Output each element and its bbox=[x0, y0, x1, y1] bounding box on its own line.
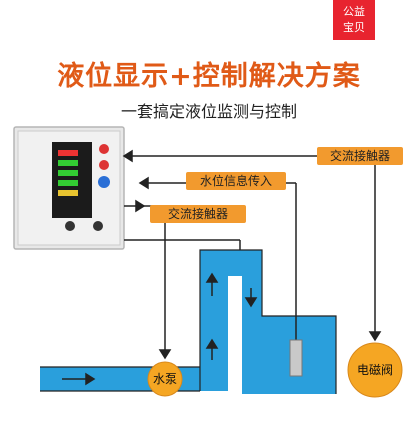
label-contactor-right: 交流接触器 bbox=[317, 147, 403, 165]
badge-line1: 公益 bbox=[343, 5, 365, 18]
badge-line2: 宝贝 bbox=[343, 21, 365, 34]
page-title: 液位显示+控制解决方案 bbox=[57, 61, 361, 92]
down-pipe bbox=[242, 276, 262, 316]
control-cabinet bbox=[13, 126, 125, 250]
flow-arrows bbox=[62, 272, 258, 386]
label-contactor-left: 交流接触器 bbox=[150, 205, 246, 223]
level-sensor-icon bbox=[289, 339, 303, 377]
charity-badge: 公益 宝贝 bbox=[333, 0, 375, 40]
label-water-level-input: 水位信息传入 bbox=[186, 172, 286, 190]
label-pump: 水泵 bbox=[152, 372, 177, 386]
indicator-red-icon-2 bbox=[99, 160, 109, 170]
label-solenoid-valve: 电磁阀 bbox=[356, 363, 393, 377]
tank bbox=[242, 316, 336, 394]
top-pipe bbox=[200, 250, 262, 276]
switch-knob-icon bbox=[65, 221, 75, 231]
indicator-red-icon bbox=[99, 144, 109, 154]
switch-knob-icon-2 bbox=[93, 221, 103, 231]
selector-knob-icon bbox=[98, 176, 110, 188]
solenoid-valve-icon bbox=[347, 342, 403, 398]
pump-icon bbox=[147, 361, 183, 397]
pipe-outline bbox=[199, 249, 337, 394]
page-subtitle: 一套搞定液位监测与控制 bbox=[120, 102, 297, 121]
